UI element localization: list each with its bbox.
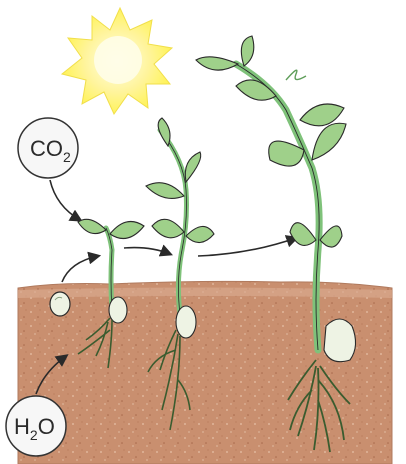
young-leaf-2 [186, 226, 214, 242]
seed-stage [50, 292, 70, 316]
seed [50, 292, 70, 316]
mature-leaf-5 [300, 104, 344, 126]
mature-leaf-6 [236, 80, 276, 100]
mature-leaf-2 [320, 226, 342, 247]
young-leaf-3 [146, 183, 184, 199]
soil [18, 281, 392, 464]
co2-base: CO [30, 136, 63, 161]
mature-leaf-1 [290, 223, 316, 246]
arrow-seedling-to-young [124, 248, 170, 254]
arrow-seed-to-seedling [62, 256, 98, 282]
arrow-co2-to-seedling [50, 180, 80, 220]
young-seed [176, 306, 196, 338]
seedling-leaf-left [78, 219, 106, 233]
mature-leaf-7 [241, 36, 253, 66]
young-leaf-4 [185, 152, 200, 182]
young-leaf-1 [152, 219, 184, 238]
co2-label: CO2 [18, 118, 78, 178]
seedling-seed [109, 297, 127, 323]
seedling-leaf-right [110, 222, 144, 239]
mature-leaf-8 [196, 57, 238, 70]
mature-seed [324, 319, 356, 362]
h2o-subscript: 2 [30, 427, 38, 443]
mature-leaf-4 [312, 123, 346, 160]
h2o-h: H [14, 414, 30, 439]
h2o-label: H2O [6, 396, 66, 456]
arrow-young-to-mature [198, 238, 296, 256]
mature-tendril [286, 70, 306, 80]
h2o-o: O [38, 414, 55, 439]
young-leaf-5 [158, 118, 170, 146]
sun-icon [62, 8, 172, 114]
co2-subscript: 2 [63, 149, 71, 165]
